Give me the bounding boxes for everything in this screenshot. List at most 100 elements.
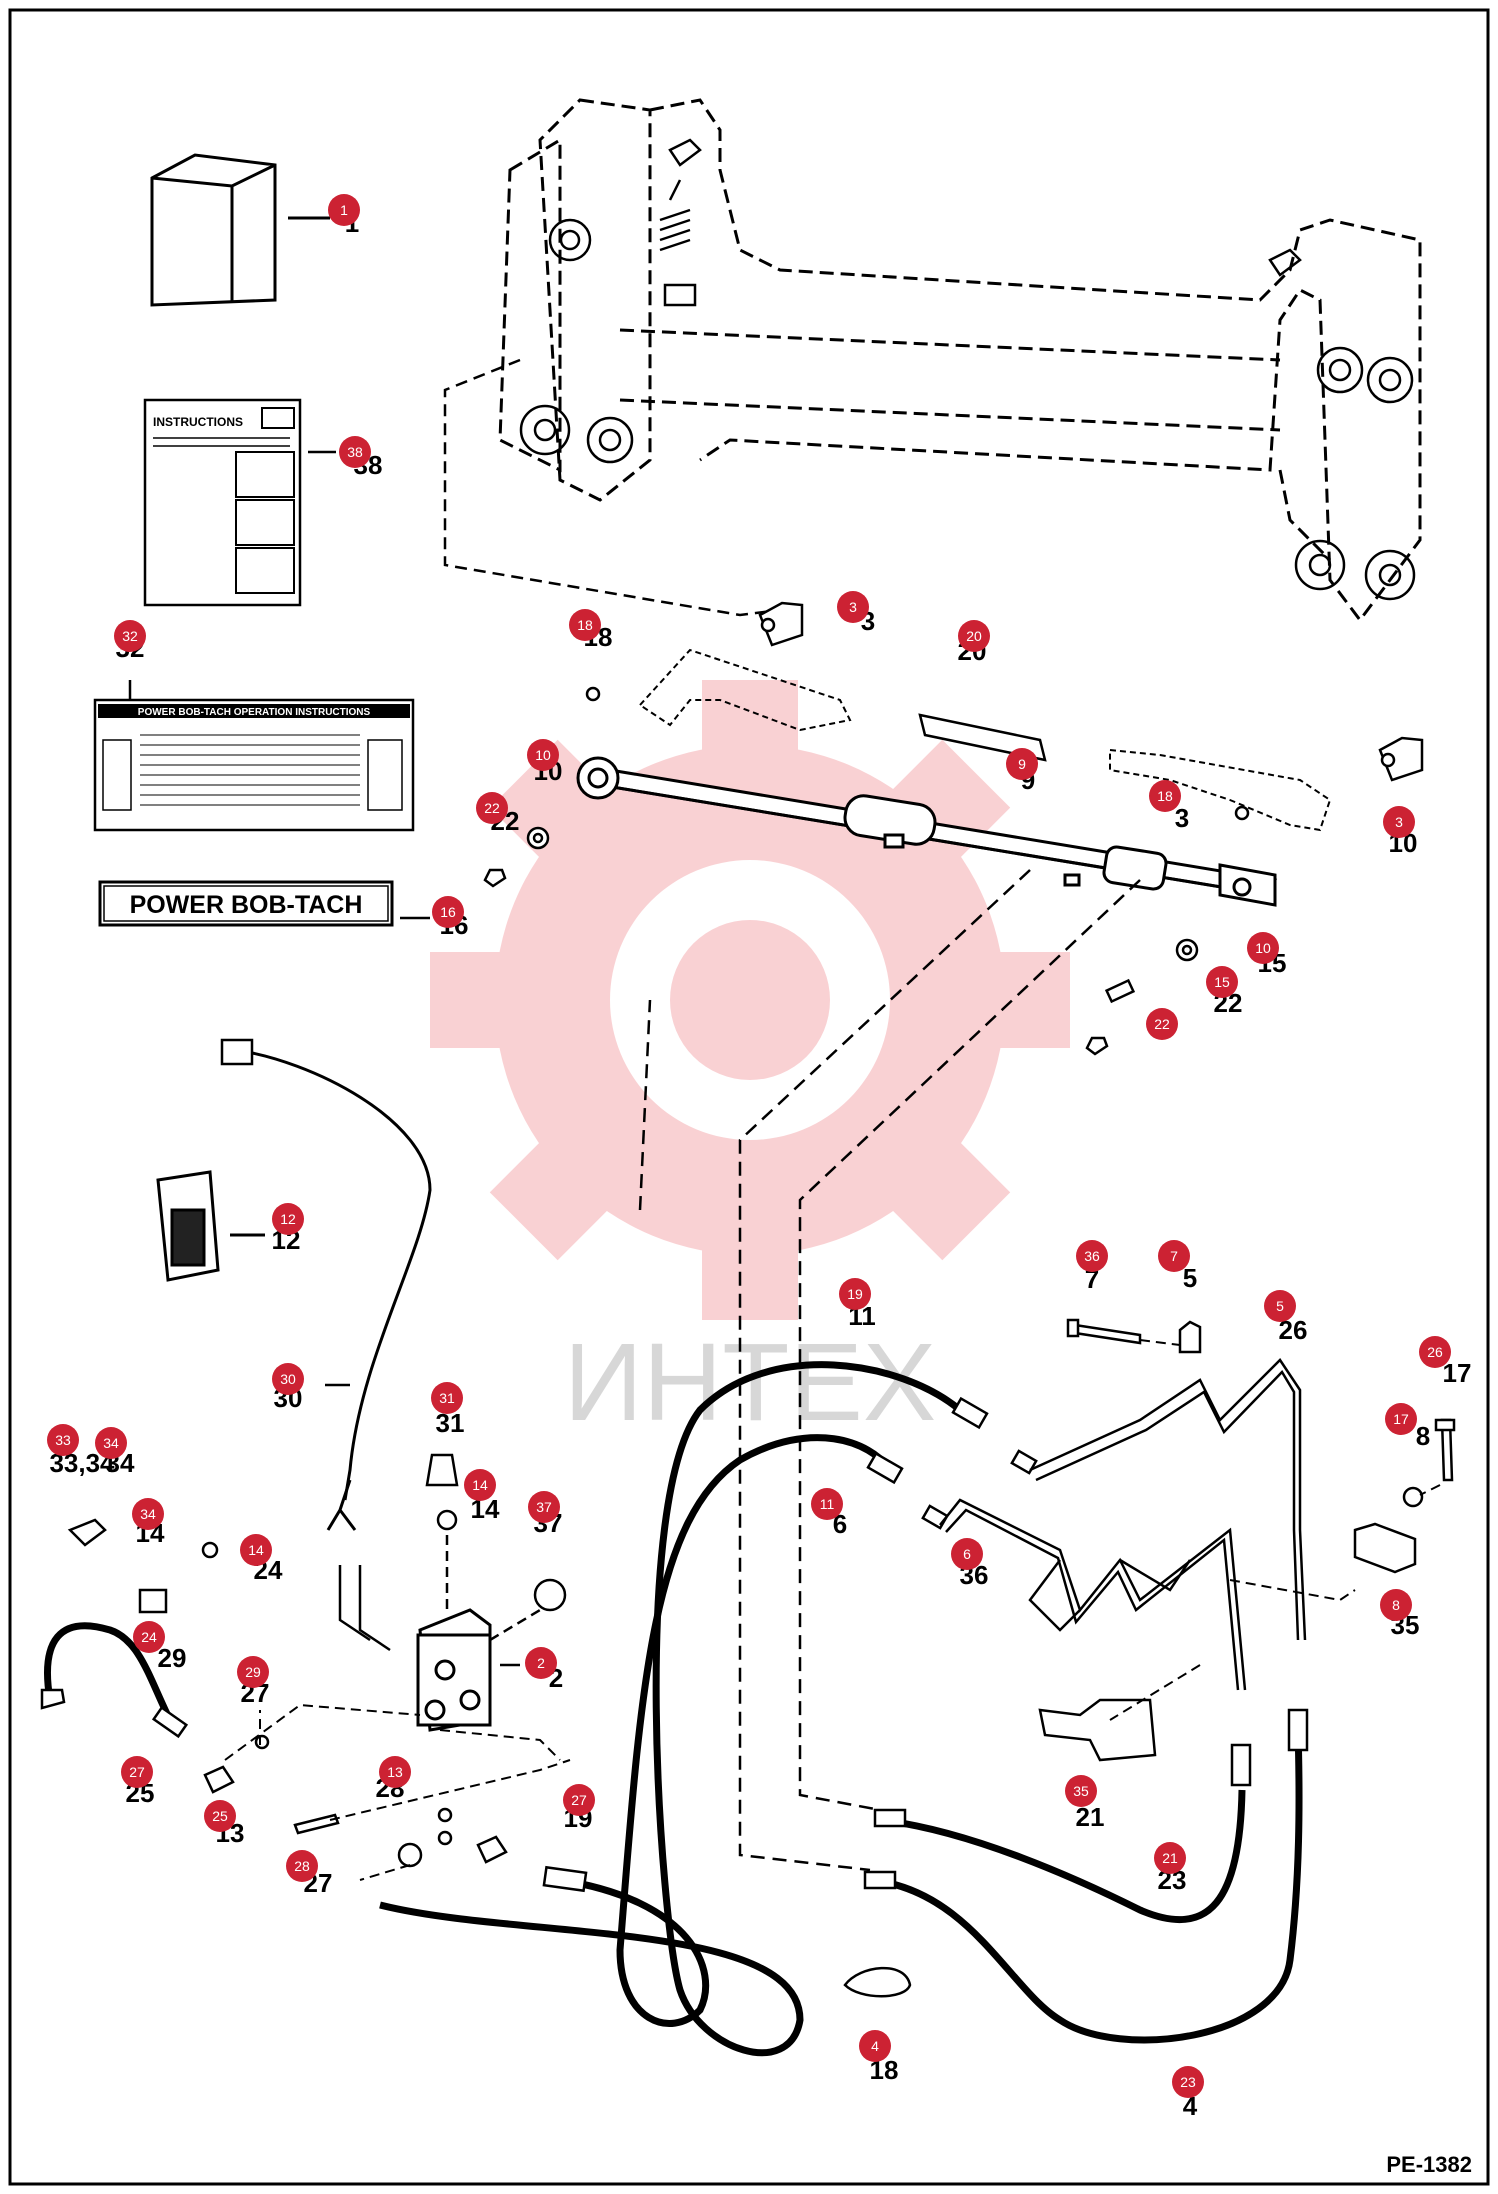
part-number-label: 5 [1183,1263,1197,1293]
callout-number: 7 [1170,1248,1178,1264]
callout-circle [133,1621,165,1653]
callout-number: 36 [1084,1248,1100,1264]
instruction-manual: INSTRUCTIONS [143,398,336,607]
frame-leader [443,358,781,617]
callout-number: 28 [294,1858,310,1874]
callout-circle [272,1363,304,1395]
callout-circle [1006,748,1038,780]
hose-routing-leaders [638,869,1141,1872]
callout-number: 22 [484,800,500,816]
callout-number: 24 [141,1629,157,1645]
callout-circle [431,1382,463,1414]
callout-number: 14 [472,1477,488,1493]
callout-number: 21 [1162,1850,1178,1866]
callout-number: 3 [849,599,857,615]
callout-number: 31 [439,1390,455,1406]
callout-number: 35 [1073,1783,1089,1799]
callout-number: 25 [212,1808,228,1824]
callout-number: 9 [1018,756,1026,772]
callout-circle [1154,1842,1186,1874]
callout-circle [47,1424,79,1456]
callout-number: 27 [129,1764,145,1780]
callout-circle [1172,2066,1204,2098]
callout-number: 1 [340,202,348,218]
callout-circle [1065,1775,1097,1807]
operation-decal: POWER BOB-TACH OPERATION INSTRUCTIONS [93,680,415,832]
callout-number: 10 [535,747,551,763]
callout-number: 23 [1180,2074,1196,2090]
callout-circle [569,609,601,641]
callout-circle [476,792,508,824]
decal-title: POWER BOB-TACH OPERATION INSTRUCTIONS [138,707,371,718]
callout-circle [527,739,559,771]
callout-circle [432,896,464,928]
part-number-label: 8 [1416,1421,1430,1451]
figure-id: PE-1382 [1386,2152,1472,2177]
callout-circle [328,194,360,226]
callout-circle [121,1756,153,1788]
callout-circle [95,1427,127,1459]
cylinder-cover [918,713,1047,762]
callout-circle [525,1647,557,1679]
callout-number: 29 [245,1664,261,1680]
callout-number: 30 [280,1371,296,1387]
pivot-caps [758,601,1424,782]
callout-number: 2 [537,1655,545,1671]
hydraulic-hoses [379,1361,1303,2057]
callout-circle [114,620,146,652]
callout-circle [859,2030,891,2062]
callout-circle [528,1491,560,1523]
callout-number: 10 [1255,940,1271,956]
callout-number: 16 [440,904,456,920]
callout-number: 3 [1395,814,1403,830]
left-fittings [40,1518,508,1868]
callout-circle [563,1784,595,1816]
hose-clamp [843,1966,912,1998]
callout-number: 14 [248,1542,264,1558]
callout-number: 27 [571,1792,587,1808]
callout-number: 22 [1154,1016,1170,1032]
callout-circle [837,591,869,623]
page-border [8,8,1490,2186]
callout-circle [204,1800,236,1832]
callout-number: 17 [1393,1411,1409,1427]
callout-number: 34 [103,1435,119,1451]
callout-circle [286,1850,318,1882]
nameplate-text: POWER BOB-TACH [130,891,363,919]
callout-circle [958,620,990,652]
part-number-label: 4 [1183,2091,1198,2121]
part-number-label: 21 [1076,1802,1105,1832]
callout-number: 19 [847,1286,863,1302]
callout-number: 38 [347,444,363,460]
callout-circle [839,1278,871,1310]
callout-circle [1247,932,1279,964]
callout-circle [1264,1290,1296,1322]
callout-circle [1149,780,1181,812]
callout-circle [1206,966,1238,998]
link-arms [638,648,1332,832]
callout-number: 18 [1157,788,1173,804]
left-fitting-leaders [224,1703,571,1881]
actuator-cylinder [576,756,1277,907]
callout-number: 5 [1276,1298,1284,1314]
attachment-frame [498,98,1422,623]
part-number-label: 29 [158,1643,187,1673]
right-hardware [1038,1318,1456,1762]
callout-circle [339,436,371,468]
left-hose-assembly [44,1622,174,1722]
callout-number: 32 [122,628,138,644]
instructions-header: INSTRUCTIONS [153,415,243,429]
callout-circle [951,1538,983,1570]
callout-number: 6 [963,1546,971,1562]
watermark-text: ИНТЕХ [564,1321,936,1444]
callout-circle [1146,1008,1178,1040]
callout-circle [1419,1336,1451,1368]
wire-harness [220,1038,432,1531]
callout-number: 15 [1214,974,1230,990]
callout-circle [1158,1240,1190,1272]
callout-circle [1383,806,1415,838]
callout-circle [464,1469,496,1501]
callout-number: 13 [387,1764,403,1780]
callout-number: 33 [55,1432,71,1448]
